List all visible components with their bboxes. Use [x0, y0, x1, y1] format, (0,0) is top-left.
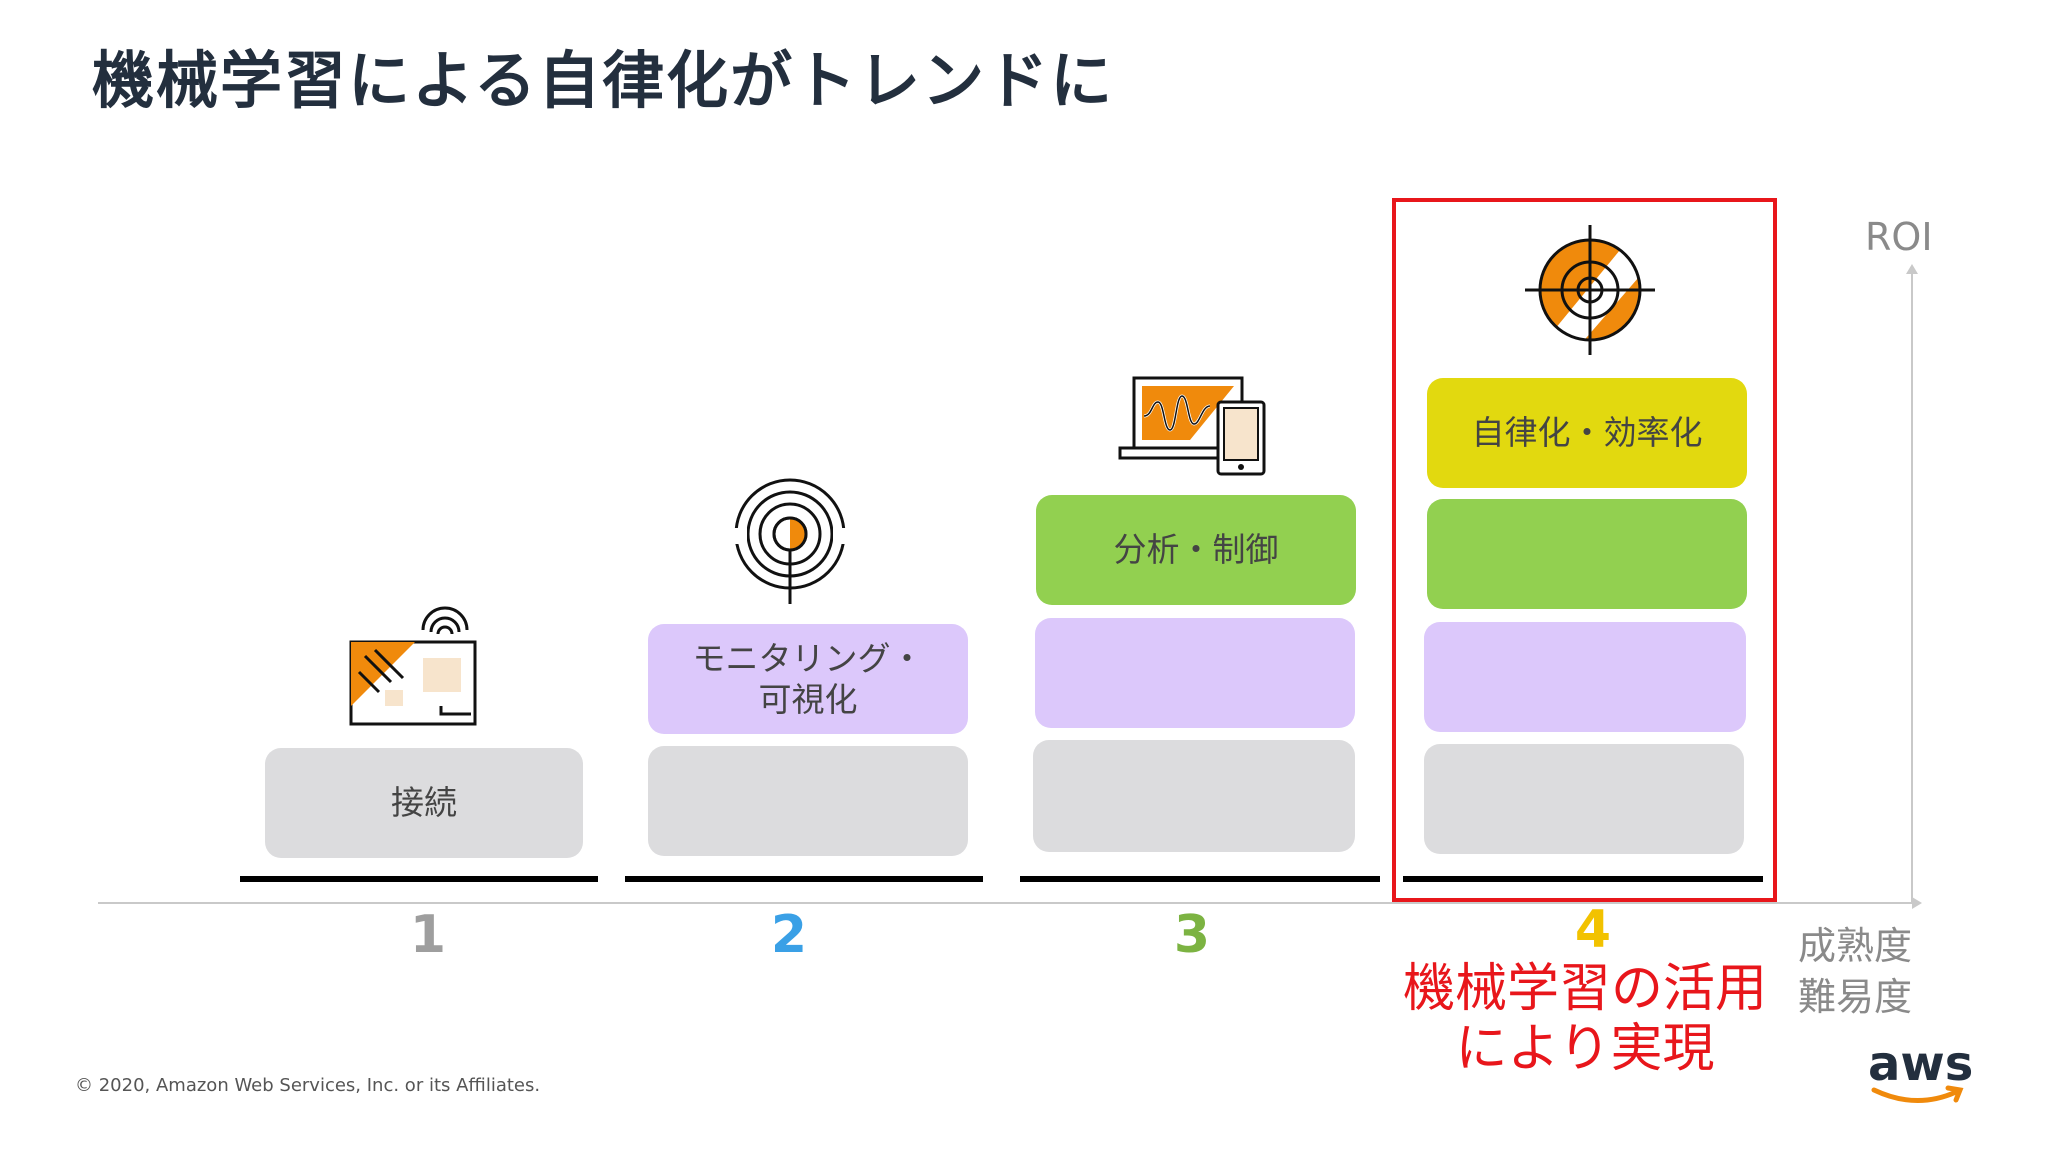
stage3-number: 3	[1173, 905, 1211, 965]
y-axis-label: ROI	[1865, 215, 1933, 259]
stage1-base-line	[240, 876, 598, 882]
aws-logo-text: aws	[1868, 1036, 1974, 1092]
stage4-block-autonomy: 自律化・効率化	[1427, 378, 1747, 488]
ml-callout-line2: により実現	[1455, 1019, 1715, 1079]
stage4-block-gray	[1424, 744, 1744, 854]
x-axis-label-maturity: 成熟度	[1798, 924, 1913, 968]
ml-callout-line1: 機械学習の活用	[1402, 959, 1767, 1019]
target-icon	[1525, 225, 1655, 355]
stage4-label: 自律化・効率化	[1471, 413, 1703, 453]
stage3-label: 分析・制御	[1113, 530, 1279, 570]
stage1-label: 接続	[391, 783, 457, 823]
stage3-block-purple	[1035, 618, 1355, 728]
stage2-number: 2	[770, 905, 808, 965]
x-axis-arrow	[1912, 897, 1922, 909]
aws-smile-icon	[1871, 1085, 1964, 1103]
stage4-number: 4	[1574, 900, 1612, 960]
stage3-block-analysis: 分析・制御	[1036, 495, 1356, 605]
slide-title: 機械学習による自律化がトレンドに	[92, 44, 1115, 117]
signal-sensor-icon	[733, 478, 847, 604]
stage4-block-green	[1427, 499, 1747, 609]
y-axis-arrow	[1906, 264, 1918, 274]
stage2-label-line2: 可視化	[758, 680, 858, 719]
stage2-block-gray	[648, 746, 968, 856]
stage4-block-purple	[1424, 622, 1746, 732]
stage1-block-connect: 接続	[265, 748, 583, 858]
laptop-tablet-icon	[1118, 376, 1266, 476]
aws-logo: aws	[1868, 1036, 1974, 1110]
x-axis-label-difficulty: 難易度	[1798, 975, 1913, 1019]
stage3-block-gray	[1033, 740, 1355, 852]
stage1-number: 1	[409, 905, 447, 965]
copyright-footer: © 2020, Amazon Web Services, Inc. or its…	[75, 1075, 541, 1096]
stage3-base-line	[1020, 876, 1380, 882]
stage2-block-monitoring: モニタリング・ 可視化	[648, 624, 968, 734]
stage2-base-line	[625, 876, 983, 882]
ml-highlight-box	[1392, 198, 1777, 902]
iot-board-icon	[349, 606, 477, 726]
stage2-label-line1: モニタリング・	[692, 638, 924, 678]
stage4-base-line	[1403, 876, 1763, 882]
